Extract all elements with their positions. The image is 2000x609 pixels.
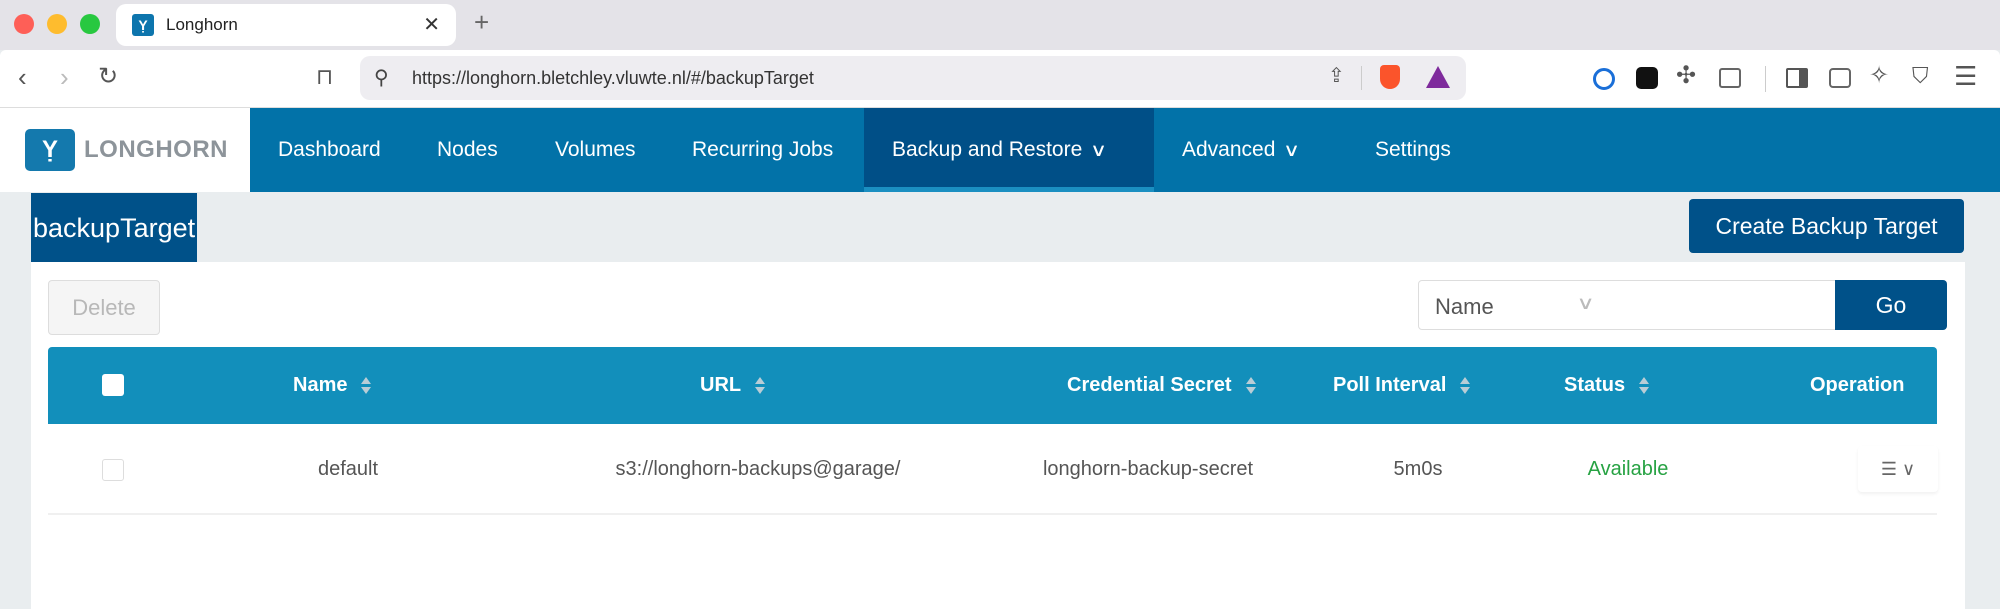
menu-icon[interactable]: ☰ <box>1954 61 1978 91</box>
search-field-select[interactable]: Name ∨ <box>1418 280 1611 330</box>
url-text[interactable]: https://longhorn.bletchley.vluwte.nl/#/b… <box>412 68 814 88</box>
table-header: Name URL Credential Secret Poll Interval… <box>48 347 1937 424</box>
divider <box>1765 66 1766 92</box>
divider <box>1361 66 1362 90</box>
reload-icon[interactable]: ↻ <box>98 63 119 90</box>
cell-poll-interval: 5m0s <box>1393 458 1443 480</box>
nav-label: Nodes <box>437 138 498 161</box>
brave-rewards-icon[interactable] <box>1426 66 1450 88</box>
vpn-icon[interactable]: ⛉ <box>1912 63 1929 88</box>
sort-icon[interactable] <box>755 376 766 396</box>
go-button[interactable]: Go <box>1835 280 1947 330</box>
forward-icon[interactable]: › <box>60 62 69 92</box>
nav-label: Volumes <box>555 138 636 161</box>
sidebar-icon[interactable] <box>1786 68 1808 88</box>
sort-icon[interactable] <box>1460 376 1471 396</box>
search-field-value: Name <box>1435 294 1494 319</box>
nav-label: Recurring Jobs <box>692 138 834 161</box>
puzzle-icon[interactable]: ✣ <box>1676 62 1697 89</box>
bookmark-icon[interactable]: ⊓ <box>316 64 334 89</box>
close-window-button[interactable] <box>14 14 34 34</box>
browser-tab-bar: Ỵ Longhorn ✕ + <box>0 0 2000 50</box>
nav-settings[interactable]: Settings <box>1347 108 1479 192</box>
leo-ai-icon[interactable]: ✧ <box>1869 62 1890 89</box>
extension-icon[interactable] <box>1636 67 1658 89</box>
share-icon[interactable]: ⇪ <box>1328 65 1345 87</box>
content-panel: Delete Name ∨ Go Name URL Credential Sec… <box>31 262 1965 609</box>
chevron-down-icon: ∨ <box>1090 140 1108 160</box>
column-header-url[interactable]: URL <box>700 347 766 424</box>
column-header-operation: Operation <box>1810 374 1905 396</box>
column-header-name[interactable]: Name <box>293 347 372 424</box>
column-header-poll-interval[interactable]: Poll Interval <box>1333 347 1471 424</box>
reader-icon[interactable] <box>1719 68 1741 88</box>
browser-toolbar: ‹ › ↻ ⊓ ⚲ https://longhorn.bletchley.vlu… <box>0 50 2000 108</box>
tab-title: Longhorn <box>166 15 238 34</box>
close-tab-icon[interactable]: ✕ <box>423 14 440 36</box>
column-label: Poll Interval <box>1333 374 1447 396</box>
column-label: Name <box>293 374 348 396</box>
minimize-window-button[interactable] <box>47 14 67 34</box>
site-settings-icon[interactable]: ⚲ <box>374 67 389 89</box>
nav-label: Settings <box>1375 138 1451 161</box>
column-header-status[interactable]: Status <box>1564 347 1650 424</box>
nav-advanced[interactable]: Advanced ∨ <box>1154 108 1327 192</box>
chevron-down-icon: ∨ <box>1576 293 1595 313</box>
zoom-window-button[interactable] <box>80 14 100 34</box>
sort-icon[interactable] <box>1245 376 1256 396</box>
wallet-icon[interactable] <box>1829 68 1851 88</box>
column-label: Credential Secret <box>1067 374 1232 396</box>
logo-text: LONGHORN <box>84 136 228 163</box>
search-input[interactable] <box>1610 280 1836 330</box>
back-icon[interactable]: ‹ <box>18 62 27 92</box>
column-label: URL <box>700 374 742 396</box>
logo[interactable]: Ỵ LONGHORN <box>0 108 250 192</box>
cell-name: default <box>317 458 379 480</box>
operation-menu-button[interactable]: ☰ ∨ <box>1858 446 1938 492</box>
cell-credential-secret: longhorn-backup-secret <box>1042 458 1254 480</box>
nav-recurring-jobs[interactable]: Recurring Jobs <box>664 108 861 192</box>
column-label: Status <box>1564 374 1626 396</box>
row-checkbox[interactable] <box>102 459 124 481</box>
nav-backup-and-restore[interactable]: Backup and Restore ∨ <box>864 108 1154 192</box>
delete-button[interactable]: Delete <box>48 280 160 335</box>
brave-shields-icon[interactable] <box>1380 65 1400 89</box>
nav-label: Dashboard <box>278 138 381 161</box>
longhorn-logo-icon: Ỵ <box>25 129 75 171</box>
create-backup-target-button[interactable]: Create Backup Target <box>1689 199 1964 253</box>
column-header-credential-secret[interactable]: Credential Secret <box>1067 347 1256 424</box>
longhorn-favicon-icon: Ỵ <box>132 14 154 36</box>
main-nav: Ỵ LONGHORN Dashboard Nodes Volumes Recur… <box>0 108 2000 192</box>
address-bar[interactable]: ⚲ https://longhorn.bletchley.vluwte.nl/#… <box>360 56 1466 100</box>
1password-icon[interactable] <box>1593 68 1615 90</box>
status-badge: Available <box>1587 458 1669 480</box>
cell-url: s3://longhorn-backups@garage/ <box>615 458 901 480</box>
nav-dashboard[interactable]: Dashboard <box>250 108 409 192</box>
select-all-checkbox[interactable] <box>102 374 124 396</box>
nav-volumes[interactable]: Volumes <box>527 108 664 192</box>
nav-label: Backup and Restore <box>892 138 1083 161</box>
sort-icon[interactable] <box>361 376 372 396</box>
chevron-down-icon: ∨ <box>1283 140 1301 160</box>
page-title: backupTarget <box>31 193 198 262</box>
nav-label: Advanced <box>1182 138 1276 161</box>
table-row: default s3://longhorn-backups@garage/ lo… <box>48 424 1937 515</box>
nav-nodes[interactable]: Nodes <box>409 108 526 192</box>
sort-icon[interactable] <box>1639 376 1650 396</box>
browser-tab[interactable]: Ỵ Longhorn ✕ <box>116 4 456 46</box>
new-tab-icon[interactable]: + <box>474 7 490 37</box>
